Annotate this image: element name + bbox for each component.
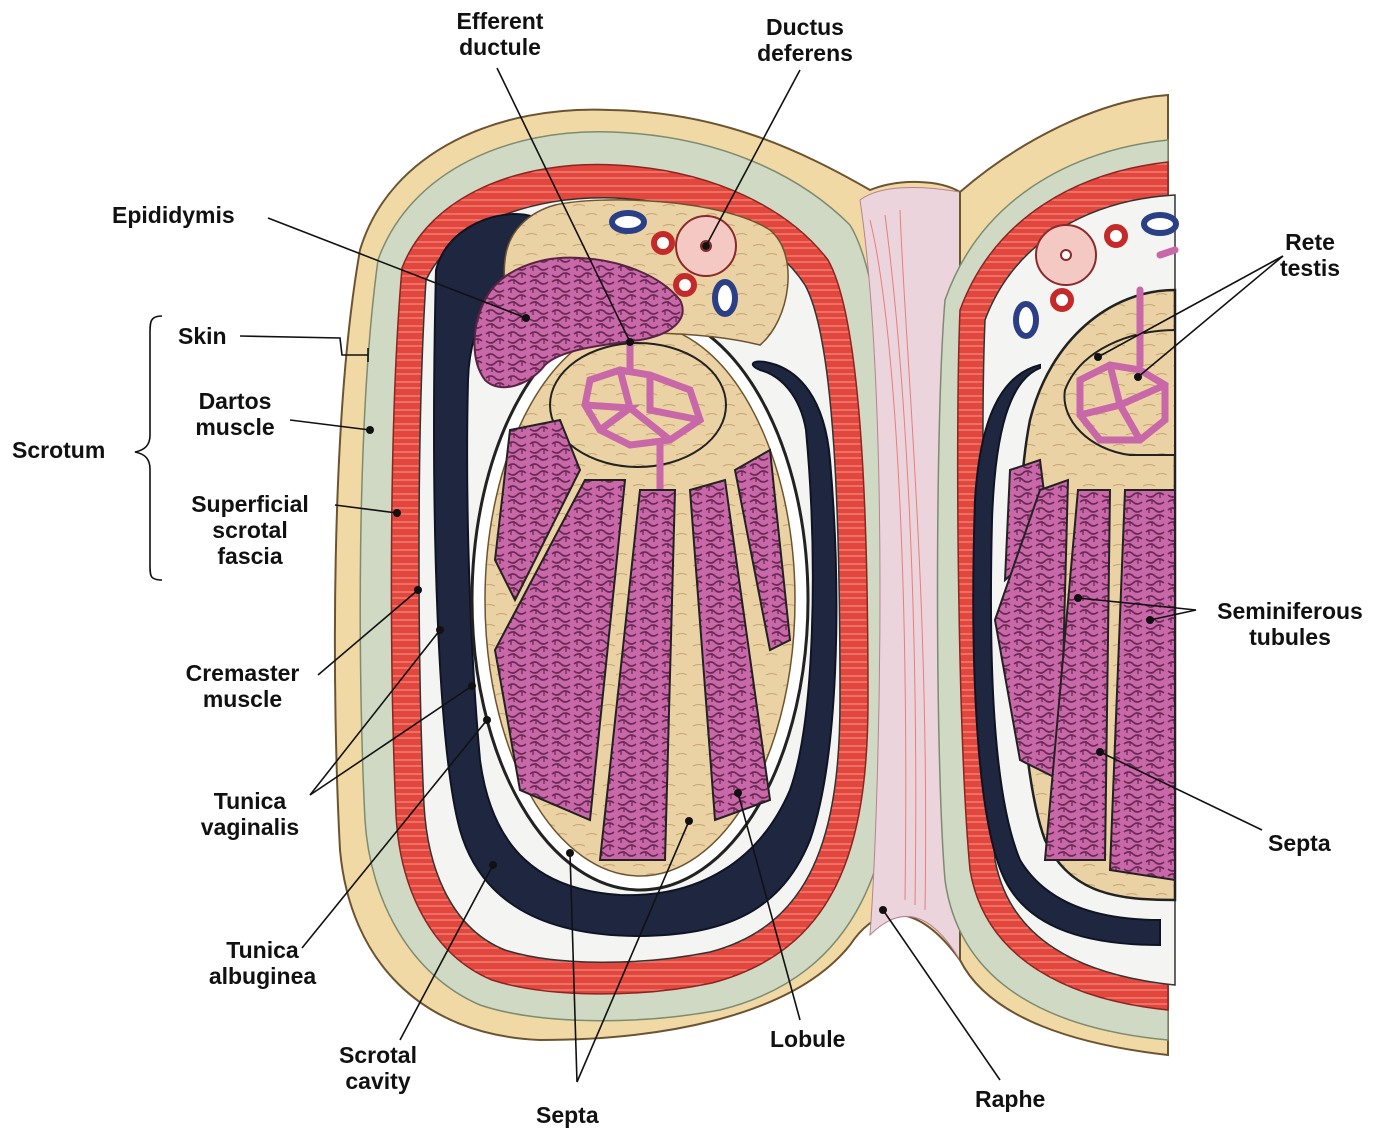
label-scrotal-cavity: Scrotal cavity: [318, 1042, 438, 1094]
label-cremaster-muscle: Cremaster muscle: [170, 660, 315, 712]
label-tunica-albuginea: Tunica albuginea: [195, 937, 330, 989]
label-scrotum: Scrotum: [12, 437, 105, 463]
label-ductus-deferens: Ductus deferens: [735, 14, 875, 66]
label-septa-bottom: Septa: [536, 1102, 599, 1128]
scrotum-brace: [135, 316, 162, 580]
label-epididymis: Epididymis: [112, 202, 235, 228]
label-tunica-vaginalis: Tunica vaginalis: [190, 788, 310, 840]
label-efferent-ductule: Efferent ductule: [430, 8, 570, 60]
label-dartos-muscle: Dartos muscle: [180, 388, 290, 440]
right-testis: [938, 95, 1177, 1055]
label-raphe: Raphe: [975, 1086, 1045, 1112]
label-skin: Skin: [178, 323, 227, 349]
label-rete-testis: Rete testis: [1270, 229, 1350, 281]
label-seminiferous-tubules: Seminiferous tubules: [1200, 598, 1380, 650]
label-superficial-scrotal-fascia: Superficial scrotal fascia: [170, 491, 330, 569]
label-lobule: Lobule: [770, 1026, 845, 1052]
label-septa-right: Septa: [1268, 830, 1331, 856]
